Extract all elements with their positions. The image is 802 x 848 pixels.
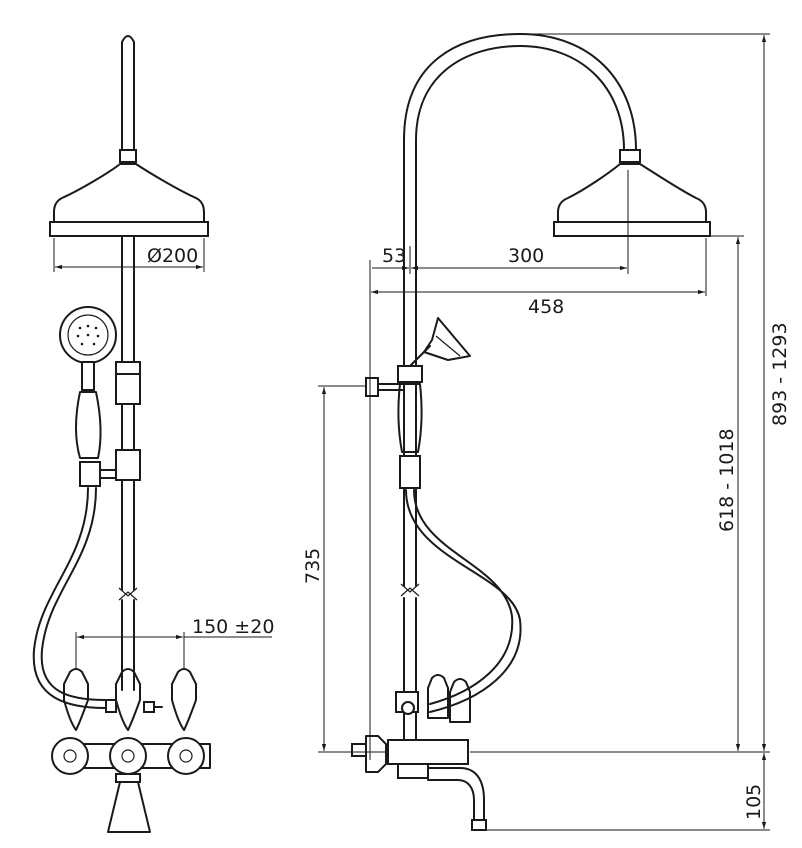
total-height-label: 893 - 1293 <box>769 322 791 426</box>
front-hand-shower <box>59 306 117 487</box>
height-735-dimension: 735 <box>302 385 388 753</box>
front-rod-collar <box>119 149 137 163</box>
side-view: 53 300 458 735 618 - 1018 893 - 1293 <box>302 33 791 831</box>
offset-300-label: 300 <box>508 245 544 267</box>
head-height-label: 618 - 1018 <box>716 428 738 532</box>
spout-height-dimension: 105 <box>486 753 770 831</box>
side-shower-head <box>553 163 711 237</box>
front-riser <box>121 235 135 691</box>
front-clamp-upper <box>115 361 141 375</box>
total-height-dimension: 893 - 1293 <box>520 33 791 751</box>
front-mixer <box>51 668 211 833</box>
side-gooseneck <box>403 33 637 587</box>
front-shower-head <box>49 163 209 237</box>
side-clamp-upper <box>397 365 423 383</box>
front-view: Ø200 150 ±20 <box>32 35 274 833</box>
front-top-rod <box>121 35 135 153</box>
side-hose <box>405 489 522 713</box>
side-wall-bracket <box>365 377 379 397</box>
head-height-dimension: 618 - 1018 <box>470 235 770 753</box>
reach-label: 458 <box>528 296 564 318</box>
front-hose <box>32 487 107 709</box>
side-mixer <box>351 674 487 831</box>
side-head-collar <box>619 149 641 163</box>
side-hand-shower <box>397 317 471 489</box>
diameter-dimension: Ø200 <box>53 238 205 272</box>
horizontal-offset-dimension: 53 300 <box>372 170 629 274</box>
spout-height-label: 105 <box>743 784 765 820</box>
diameter-label: Ø200 <box>147 245 198 267</box>
front-clamp-lower <box>115 449 141 481</box>
height-735-label: 735 <box>302 548 324 584</box>
spacing-label: 150 ±20 <box>192 616 274 638</box>
offset-53-label: 53 <box>382 245 406 267</box>
reach-dimension: 458 <box>369 238 707 760</box>
spacing-dimension: 150 ±20 <box>75 616 274 670</box>
